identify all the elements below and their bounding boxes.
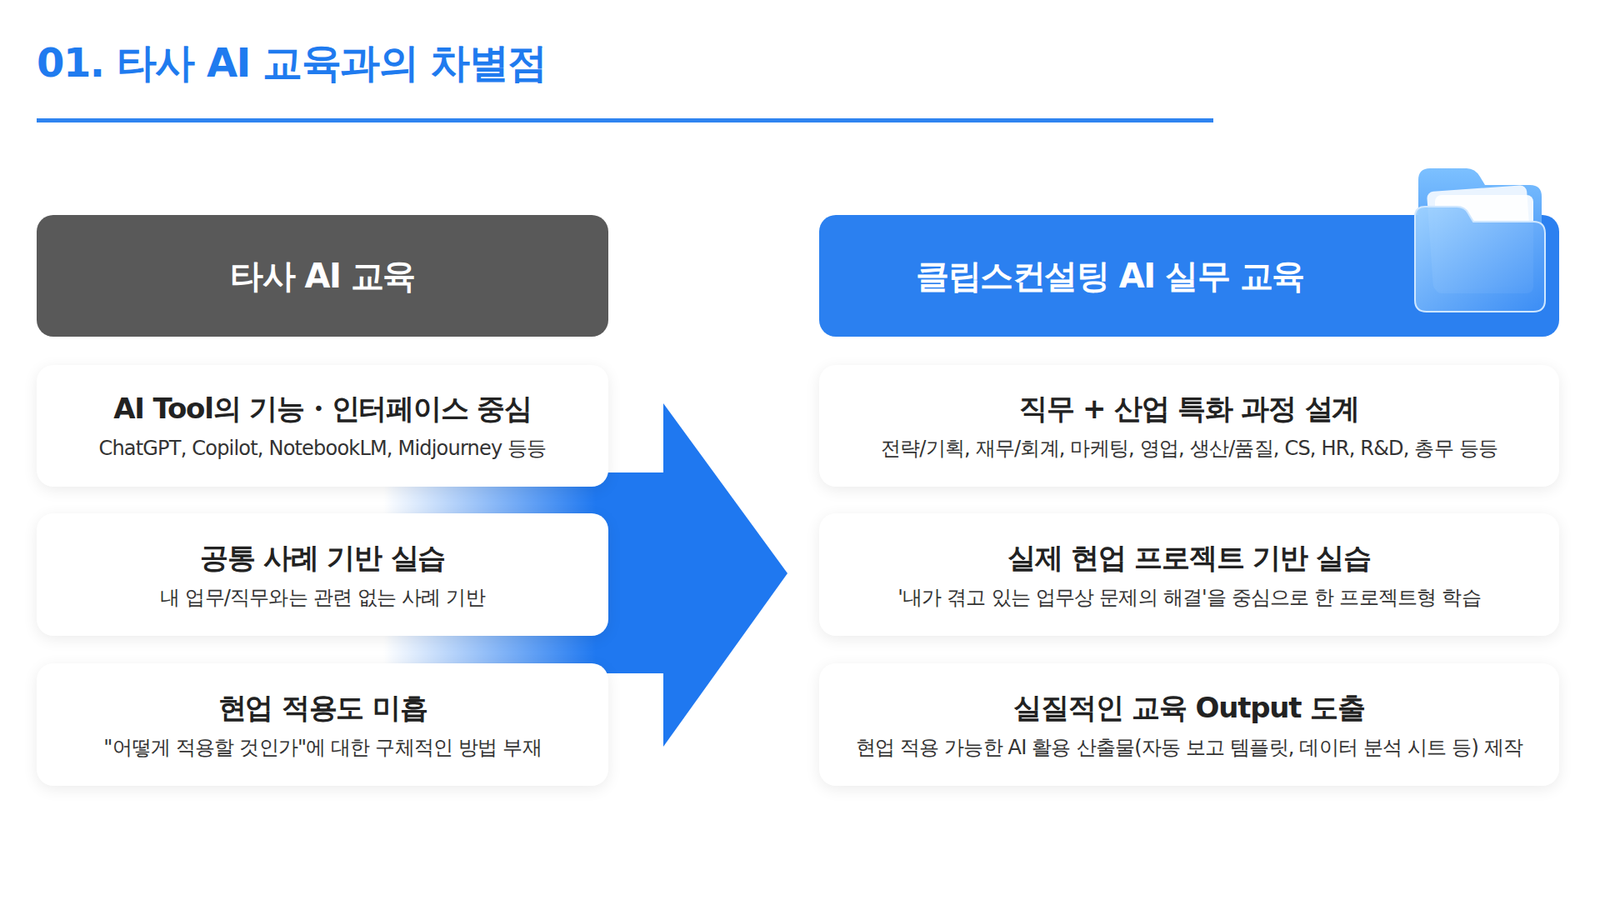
arrow-head <box>663 403 788 747</box>
card-description: 전략/기획, 재무/회계, 마케팅, 영업, 생산/품질, CS, HR, R&… <box>880 435 1498 462</box>
card-heading: 실질적인 교육 Output 도출 <box>1013 689 1365 728</box>
page-title: 01. 타사 AI 교육과의 차별점 <box>36 36 547 90</box>
card-heading: 현업 적용도 미흡 <box>218 689 428 728</box>
card-heading: AI Tool의 기능・인터페이스 중심 <box>113 390 532 429</box>
header-text: 타사 AI 교육 <box>230 253 415 300</box>
folder-back <box>1418 168 1542 309</box>
title-underline <box>36 118 1214 123</box>
card-heading: 실제 현업 프로젝트 기반 실습 <box>1007 539 1371 578</box>
comparison-card: 공통 사례 기반 실습내 업무/직무와는 관련 없는 사례 기반 <box>36 513 609 636</box>
comparison-card: 직무 + 산업 특화 과정 설계전략/기획, 재무/회계, 마케팅, 영업, 생… <box>819 365 1560 487</box>
paper-sheet <box>1435 195 1534 294</box>
card-description: 내 업무/직무와는 관련 없는 사례 기반 <box>160 584 485 611</box>
card-description: "어떻게 적용할 것인가"에 대한 구체적인 방법 부재 <box>103 734 541 761</box>
comparison-card: AI Tool의 기능・인터페이스 중심 ChatGPT, Copilot, No… <box>36 365 609 487</box>
comparison-card: 실제 현업 프로젝트 기반 실습 '내가 겪고 있는 업무상 문제의 해결'을 중… <box>819 513 1560 636</box>
card-heading: 공통 사례 기반 실습 <box>200 539 445 578</box>
card-description: ChatGPT, Copilot, NotebookLM, Midjourney… <box>98 435 546 462</box>
comparison-card: 현업 적용도 미흡 "어떻게 적용할 것인가"에 대한 구체적인 방법 부재 <box>36 663 609 786</box>
card-heading: 직무 + 산업 특화 과정 설계 <box>1019 390 1360 429</box>
comparison-card: 실질적인 교육 Output 도출현업 적용 가능한 AI 활용 산출물(자동 … <box>819 663 1560 786</box>
card-description: 현업 적용 가능한 AI 활용 산출물(자동 보고 템플릿, 데이터 분석 시트… <box>855 734 1524 761</box>
card-description: '내가 겪고 있는 업무상 문제의 해결'을 중심으로 한 프로젝트형 학습 <box>897 584 1480 611</box>
paper-sheet <box>1426 185 1534 292</box>
column-header: 타사 AI 교육 <box>36 215 609 337</box>
header-text: 클립스컨설팅 AI 실무 교육 <box>915 253 1304 300</box>
column-header: 클립스컨설팅 AI 실무 교육 <box>819 215 1560 337</box>
folder-front <box>1415 206 1545 312</box>
